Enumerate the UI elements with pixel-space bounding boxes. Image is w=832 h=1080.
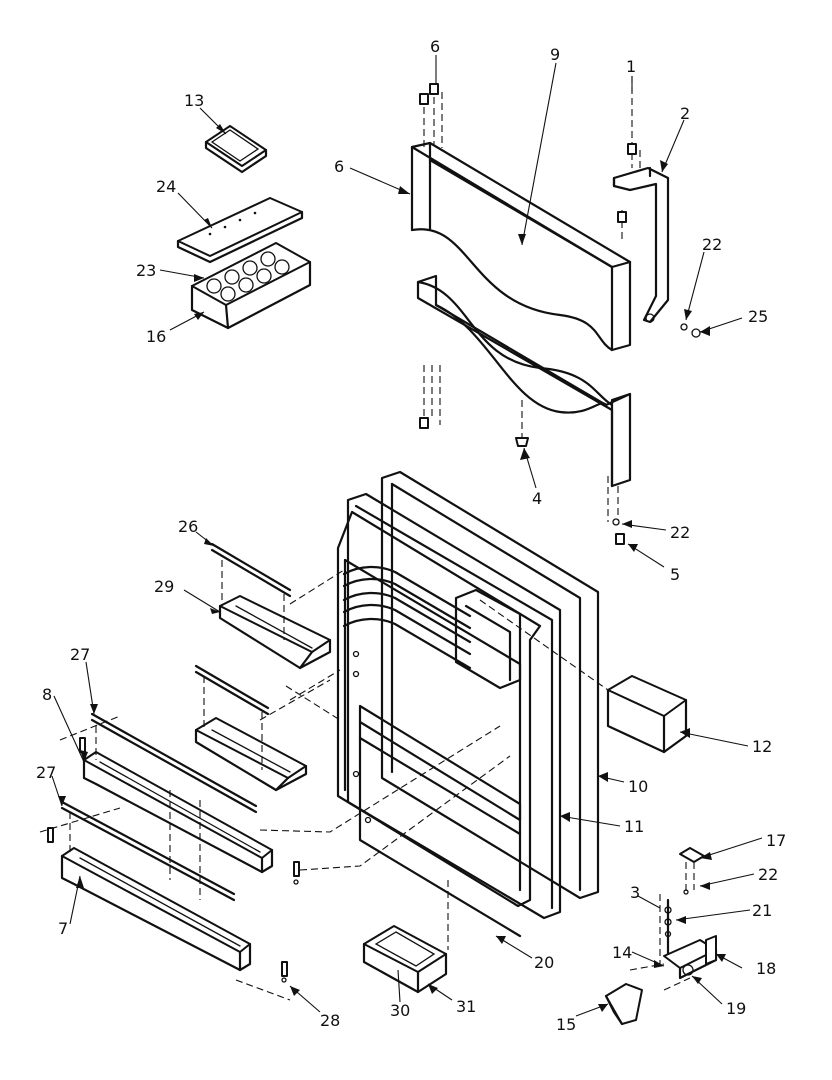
callout-29: 29 [154,577,174,596]
callout-labels: 1 2 3 4 5 6 6 7 8 9 10 11 12 13 14 15 16… [36,37,786,1034]
callout-2: 2 [680,104,690,123]
callout-4: 4 [532,489,542,508]
part-11-door-liner [336,492,562,938]
part-15-hinge-cover [604,983,643,1026]
callout-24: 24 [156,177,176,196]
callout-27-upper: 27 [70,645,90,664]
part-30-31-bin [362,925,448,994]
callout-22-lower: 22 [758,865,778,884]
part-27-lower-rail [60,800,236,902]
callout-18: 18 [756,959,776,978]
callout-25: 25 [748,307,768,326]
callout-5: 5 [670,565,680,584]
part-7-long-bin [60,847,252,972]
part-12-dairy-door [606,675,688,754]
callout-28: 28 [320,1011,340,1030]
callout-7: 7 [58,919,68,938]
part-2-top-hinge [612,166,670,324]
hardware-top-screws [419,76,701,338]
callout-30: 30 [390,1001,410,1020]
callout-8: 8 [42,685,52,704]
part-9-freezer-door [410,141,632,352]
part-17-bracket [679,847,705,895]
callout-14: 14 [612,943,632,962]
part-9-door-liner [416,274,632,488]
callout-6-side: 6 [334,157,344,176]
callout-16: 16 [146,327,166,346]
callout-3: 3 [630,883,640,902]
callout-22-upper: 22 [702,235,722,254]
callout-19: 19 [726,999,746,1018]
callout-10: 10 [628,777,648,796]
callout-12: 12 [752,737,772,756]
callout-23: 23 [136,261,156,280]
callout-20: 20 [534,953,554,972]
leader-arrowheads [58,124,726,1012]
part-29-door-bin [218,595,332,670]
part-24-cover [176,197,304,264]
part-14-19-hinge-bracket [629,935,718,991]
part-27-upper-rail [90,712,258,814]
middle-door-bin [194,717,308,792]
callout-11: 11 [624,817,644,836]
callout-13: 13 [184,91,204,110]
hardware-door-screws [419,365,625,545]
part-13-tray [204,125,268,174]
middle-shelf-rail [194,664,270,716]
callout-17: 17 [766,831,786,850]
callout-31: 31 [456,997,476,1016]
callout-6-top: 6 [430,37,440,56]
callout-1: 1 [626,57,636,76]
part-26-shelf-rail [210,542,292,598]
callout-27-lower: 27 [36,763,56,782]
part-10-fresh-food-door [380,470,600,900]
callout-22-middle: 22 [670,523,690,542]
part-8-long-bin [82,751,274,874]
callout-26: 26 [178,517,198,536]
part-16-ice-bin [190,260,312,330]
callout-9: 9 [550,45,560,64]
callout-15: 15 [556,1015,576,1034]
part-28-clips [47,737,300,983]
part-3-21-pin-assembly [659,894,672,965]
callout-21: 21 [752,901,772,920]
